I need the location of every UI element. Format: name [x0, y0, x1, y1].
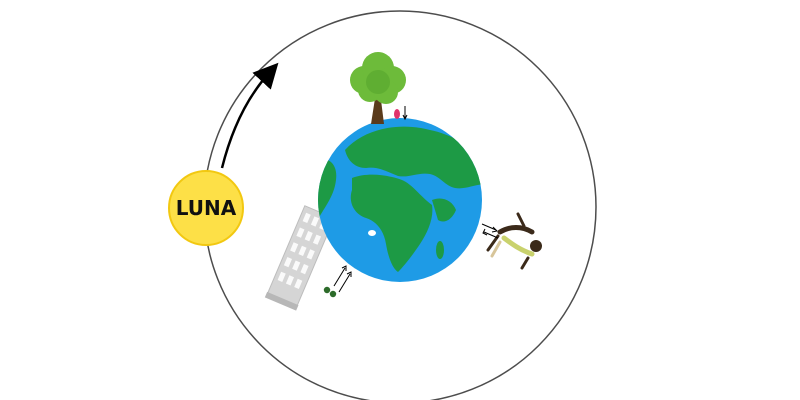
falling-person-icon: [486, 212, 542, 270]
moon-label: LUNA: [176, 196, 237, 220]
leaning-tower-icon: [264, 205, 335, 311]
earth-globe-icon: [318, 118, 482, 282]
falling-balls-icon: [323, 286, 337, 298]
apple-tree-icon: [350, 52, 406, 124]
person-force-arrows: [481, 223, 499, 239]
falling-apple-icon: [394, 109, 400, 119]
moon-circle-icon: [168, 170, 244, 246]
tower-force-arrows: [333, 265, 352, 293]
orbit-direction-arrow: [220, 62, 279, 169]
apple-force-arrows: [402, 106, 408, 121]
